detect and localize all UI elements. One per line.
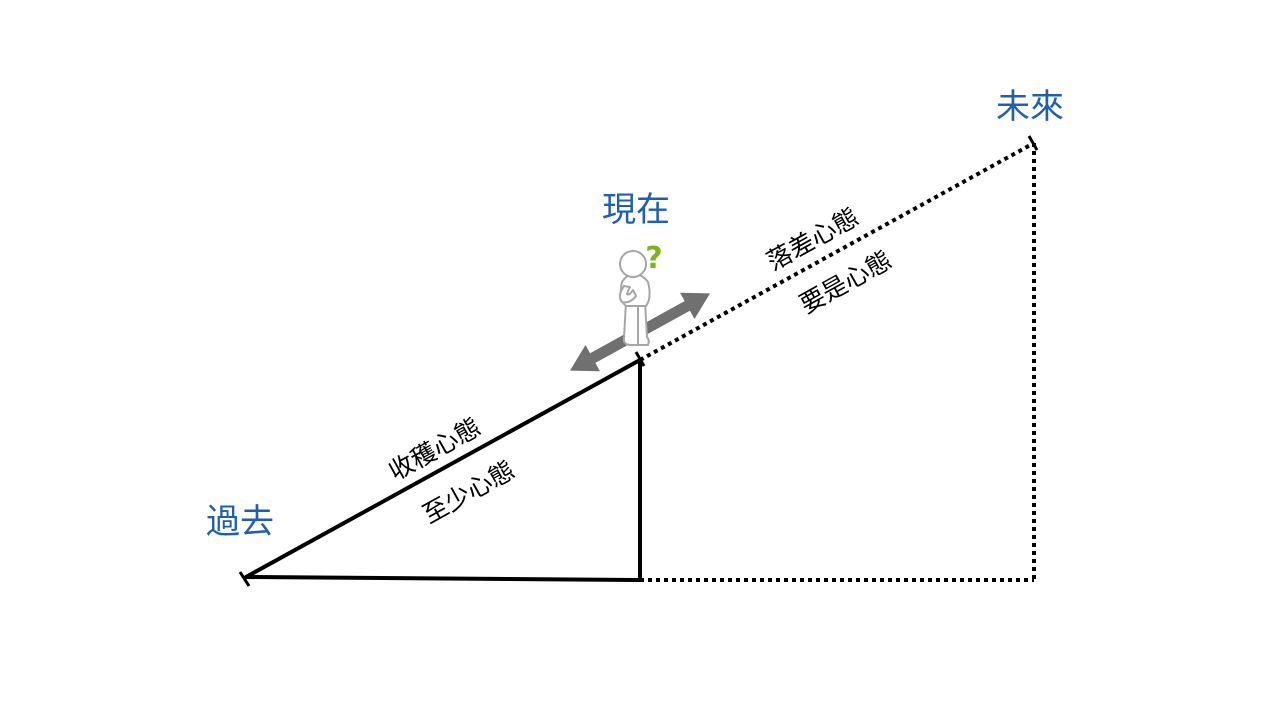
past-base-line [245,575,641,582]
thinking-person-icon [618,250,651,346]
past-label: 過去 [206,502,274,542]
future-hypotenuse-line [639,141,1035,362]
past-hypotenuse-line [244,358,642,579]
present-label: 現在 [602,190,670,230]
future-end-tick [1027,135,1039,151]
future-label: 未來 [996,87,1064,127]
question-mark-icon: ? [645,241,662,276]
past-start-tick [238,571,251,587]
